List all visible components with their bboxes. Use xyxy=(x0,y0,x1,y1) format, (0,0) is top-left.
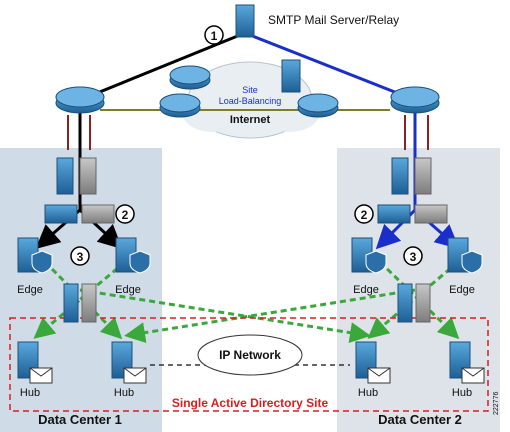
figure-id: 222776 xyxy=(493,392,500,415)
site-lb-label-2: Load-Balancing xyxy=(219,96,282,106)
smtp-path-black xyxy=(35,33,241,249)
hub-label: Hub xyxy=(358,387,378,399)
edge-transport-icon xyxy=(447,237,483,274)
edge-transport-icon xyxy=(115,237,151,274)
edge-label: Edge xyxy=(353,284,379,296)
active-directory-site-box xyxy=(9,317,489,412)
firewall-icon xyxy=(414,157,432,195)
switch-icon xyxy=(44,204,78,224)
internet-cloud-icon xyxy=(182,61,320,139)
smtp-label: SMTP Mail Server/Relay xyxy=(268,13,399,27)
firewall-icon xyxy=(391,157,409,195)
firewall-icon xyxy=(56,157,74,195)
step-badge-icon: 2 xyxy=(354,204,374,224)
hub-transport-icon xyxy=(355,341,391,384)
switch-icon xyxy=(415,283,431,323)
step-badge-icon: 3 xyxy=(403,246,423,266)
hub-transport-icon xyxy=(17,341,53,384)
router-icon xyxy=(159,93,201,118)
svg-text:3: 3 xyxy=(77,250,84,264)
dc1-label: Data Center 1 xyxy=(38,412,122,427)
server-icon xyxy=(235,4,255,38)
firewall-icon xyxy=(79,157,97,195)
ip-network-label: IP Network xyxy=(219,348,281,362)
hub-transport-icon xyxy=(449,341,485,384)
switch-icon xyxy=(81,204,115,224)
svg-text:2: 2 xyxy=(122,208,129,222)
switch-icon xyxy=(63,283,79,323)
switch-icon xyxy=(377,204,411,224)
router-icon xyxy=(55,86,105,114)
router-icon xyxy=(297,93,339,118)
step-badge-icon: 1 xyxy=(204,25,224,45)
step-badge-icon: 2 xyxy=(115,204,135,224)
edge-label: Edge xyxy=(17,284,43,296)
ad-site-label: Single Active Directory Site xyxy=(172,396,329,410)
edge-transport-icon xyxy=(17,237,53,274)
uplink-lines xyxy=(67,115,429,150)
svg-text:2: 2 xyxy=(361,208,368,222)
step-badge-icon: 3 xyxy=(70,246,90,266)
server-icon xyxy=(281,59,301,93)
svg-text:1: 1 xyxy=(211,29,218,43)
hub-label: Hub xyxy=(114,387,134,399)
hub-transport-icon xyxy=(111,341,147,384)
edge-label: Edge xyxy=(115,284,141,296)
svg-text:3: 3 xyxy=(410,250,417,264)
router-icon xyxy=(169,65,211,90)
site-lb-label-1: Site xyxy=(242,85,258,95)
hub-label: Hub xyxy=(452,387,472,399)
smtp-path-blue xyxy=(249,33,417,250)
ip-network-cloud-icon xyxy=(197,334,303,376)
edge-transport-icon xyxy=(351,237,387,274)
dc2-label: Data Center 2 xyxy=(378,412,462,427)
hub-label: Hub xyxy=(20,387,40,399)
switch-icon xyxy=(414,204,448,224)
internet-label: Internet xyxy=(230,114,271,126)
switch-icon xyxy=(397,283,413,323)
switch-icon xyxy=(81,283,97,323)
router-icon xyxy=(390,86,440,114)
edge-label: Edge xyxy=(449,284,475,296)
